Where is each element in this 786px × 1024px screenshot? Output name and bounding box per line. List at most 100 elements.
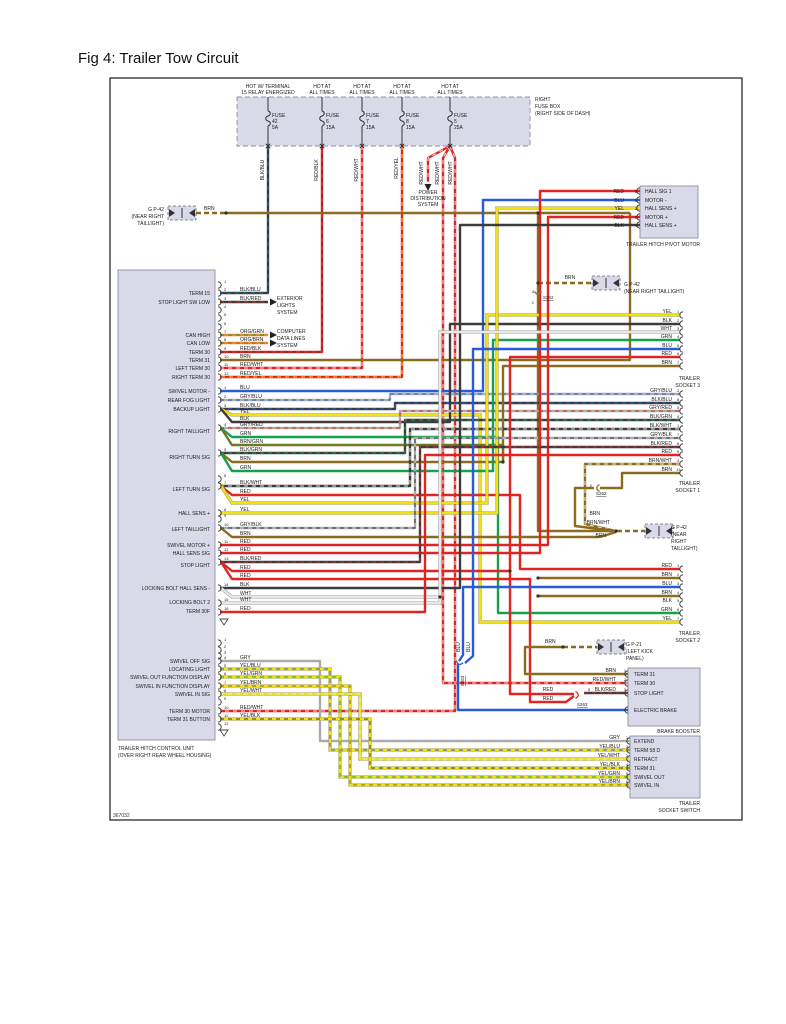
connector-pin: [217, 599, 222, 607]
diagram-label: 8: [224, 337, 227, 342]
diagram-label: 2: [532, 300, 535, 305]
connector-pin: [624, 670, 629, 678]
diagram-label: MOTOR -: [645, 198, 667, 204]
diagram-label: RED/WHT: [419, 161, 425, 184]
diagram-label: 3: [626, 744, 629, 749]
diagram-label: 2: [677, 388, 680, 393]
diagram-label: 15A: [326, 125, 336, 131]
diagram-label: RED: [613, 215, 624, 221]
diagram-label: 2: [224, 394, 227, 399]
wire-stripe: [220, 146, 323, 353]
connector-pin: [679, 609, 684, 617]
diagram-label: 7: [677, 360, 680, 365]
wire-stripe: [220, 146, 363, 369]
diagram-label: BLK: [663, 598, 673, 604]
wire: [456, 664, 628, 712]
diagram-label: GRY/BLU: [240, 394, 262, 400]
connector-pin: [624, 689, 629, 697]
diagram-label: HOT AT: [441, 84, 459, 90]
diagram-label: YEL: [240, 409, 250, 415]
splice-icon: [575, 690, 579, 700]
diagram-label: HOT W/ TERMINAL: [246, 84, 291, 90]
diagram-label: 3: [224, 296, 227, 301]
wire-stripe: [220, 402, 680, 410]
connector-pin: [217, 424, 222, 432]
diagram-label: (NEAR: [671, 532, 687, 538]
diagram-label: (NEAR RIGHT TAILLIGHT): [624, 289, 685, 295]
diagram-label: BLK/RED: [651, 441, 673, 447]
diagram-label: TRAILER: [679, 801, 701, 807]
diagram-label: RED/YEL: [240, 371, 262, 377]
diagram-label: YEL/BRN: [599, 779, 621, 785]
connector-pin: [624, 679, 629, 687]
diagram-label: RED: [661, 351, 672, 357]
diagram-label: CAN LOW: [187, 341, 211, 347]
diagram-label: 9: [224, 696, 227, 701]
diagram-label: BLU: [662, 581, 672, 587]
right-fuse-box: [236, 96, 531, 147]
diagram-label: ALL TIMES: [309, 90, 335, 96]
wire: [220, 659, 630, 743]
diagram-label: 1: [677, 309, 680, 314]
connector-pin: [217, 558, 222, 566]
fuse-icon: [319, 110, 325, 127]
diagram-label: 11: [224, 362, 229, 367]
system-arrow-icon: [424, 184, 432, 191]
diagram-label: LEFT TERM 30: [175, 366, 210, 372]
diagram-label: YEL/GRN: [240, 671, 262, 677]
wire-stripe: [220, 718, 630, 769]
diagram-label: 5: [224, 663, 227, 668]
diagram-label: YEL/BLU: [599, 744, 620, 750]
diagram-label: S263: [577, 702, 588, 707]
diagram-label: 7: [224, 680, 227, 685]
junction-dot: [501, 460, 505, 464]
diagram-label: FUSE BOX: [535, 104, 561, 110]
diagram-label: 6: [626, 779, 629, 784]
connector-pin: [217, 690, 222, 698]
connector-pin: [217, 639, 222, 647]
diagram-label: YEL/WHT: [598, 753, 620, 759]
diagram-label: TRAILER HITCH PIVOT MOTOR: [626, 242, 700, 248]
diagram-label: RED/WHT: [354, 158, 360, 181]
diagram-label: BLK/RED: [240, 556, 262, 562]
diagram-label: SWIVEL IN SIG: [175, 692, 210, 698]
diagram-label: BLU: [240, 385, 250, 391]
diagram-label: 5: [677, 598, 680, 603]
diagram-label: YEL: [663, 309, 673, 315]
diagram-label: RIGHT TERM 30: [172, 375, 210, 381]
connector-pin: [679, 574, 684, 582]
diagram-label: BLU: [614, 198, 624, 204]
wire: [220, 527, 617, 539]
diagram-label: BRN/GRN: [240, 439, 263, 445]
diagram-label: SOCKET 3: [675, 383, 700, 389]
diagram-label: 12: [224, 371, 229, 376]
connector-pin: [217, 314, 222, 322]
wire: [573, 486, 615, 533]
wire: [219, 561, 575, 704]
diagram-label: TERM 15: [189, 291, 210, 297]
diagram-label: SWIVEL MOTOR -: [168, 389, 210, 395]
connector-pin: [679, 565, 684, 573]
wire-outline: [219, 586, 440, 599]
connector-pin: [217, 698, 222, 706]
diagram-label: LEFT TAILLIGHT: [172, 527, 210, 533]
connector-pin: [217, 524, 222, 532]
diagram-label: 5: [635, 189, 638, 194]
diagram-label: BRN/WHT: [649, 458, 672, 464]
diagram-label: WHT: [240, 597, 251, 603]
diagram-label: TRAILER: [679, 631, 701, 637]
wire: [220, 146, 324, 354]
diagram-label: HALL SENS +: [178, 511, 210, 517]
diagram-label: LIGHTS: [277, 303, 296, 309]
diagram-label: ALL TIMES: [349, 90, 375, 96]
arrow-icon: [598, 643, 604, 651]
diagram-label: RED: [240, 547, 251, 553]
diagram-label: 6: [224, 473, 227, 478]
diagram-label: POWER: [419, 190, 438, 196]
diagram-label: FUSE: [406, 113, 420, 119]
diagram-label: RED: [240, 573, 251, 579]
diagram-label: 3: [677, 326, 680, 331]
wire: [219, 313, 680, 505]
